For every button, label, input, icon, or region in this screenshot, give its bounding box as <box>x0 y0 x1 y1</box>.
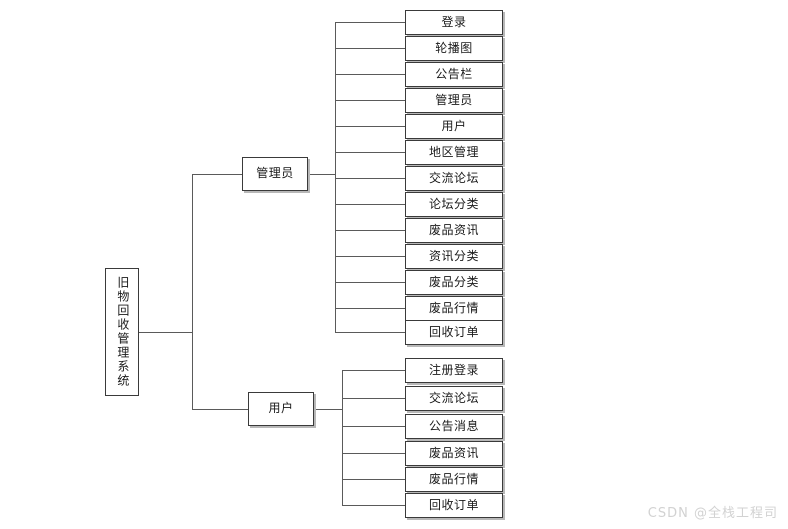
connector-spine-vertical <box>192 174 193 409</box>
root-node-recycling-system[interactable]: 旧物回收管理系统 <box>105 268 139 396</box>
leaf-node-admin-8[interactable]: 论坛分类 <box>405 192 503 217</box>
connector-admin-leaf-10 <box>335 256 406 257</box>
connector-admin-trunk-vertical <box>335 22 336 333</box>
connector-admin-leaf-9 <box>335 230 406 231</box>
connector-admin-to-trunk <box>307 174 336 175</box>
leaf-node-admin-4[interactable]: 管理员 <box>405 88 503 113</box>
leaf-node-user-2[interactable]: 交流论坛 <box>405 386 503 411</box>
connector-admin-leaf-3 <box>335 74 406 75</box>
connector-spine-to-admin <box>192 174 243 175</box>
leaf-node-admin-6[interactable]: 地区管理 <box>405 140 503 165</box>
branch-node-admin[interactable]: 管理员 <box>242 157 308 191</box>
connector-user-leaf-2 <box>342 398 406 399</box>
leaf-node-user-4[interactable]: 废品资讯 <box>405 441 503 466</box>
connector-user-trunk-vertical <box>342 370 343 505</box>
leaf-node-user-5[interactable]: 废品行情 <box>405 467 503 492</box>
connector-root-to-spine <box>139 332 193 333</box>
connector-admin-leaf-1 <box>335 22 406 23</box>
leaf-node-admin-10[interactable]: 资讯分类 <box>405 244 503 269</box>
connector-user-leaf-4 <box>342 453 406 454</box>
connector-admin-leaf-11 <box>335 282 406 283</box>
connector-admin-leaf-13 <box>335 332 406 333</box>
connector-admin-leaf-12 <box>335 308 406 309</box>
connector-admin-leaf-2 <box>335 48 406 49</box>
connector-admin-leaf-6 <box>335 152 406 153</box>
leaf-node-admin-12[interactable]: 废品行情 <box>405 296 503 321</box>
connector-admin-leaf-4 <box>335 100 406 101</box>
leaf-node-admin-7[interactable]: 交流论坛 <box>405 166 503 191</box>
connector-user-leaf-3 <box>342 426 406 427</box>
leaf-node-user-3[interactable]: 公告消息 <box>405 414 503 439</box>
leaf-node-admin-3[interactable]: 公告栏 <box>405 62 503 87</box>
connector-user-to-trunk <box>313 409 343 410</box>
connector-spine-to-user <box>192 409 249 410</box>
connector-user-leaf-5 <box>342 479 406 480</box>
leaf-node-admin-5[interactable]: 用户 <box>405 114 503 139</box>
leaf-node-admin-11[interactable]: 废品分类 <box>405 270 503 295</box>
leaf-node-admin-1[interactable]: 登录 <box>405 10 503 35</box>
leaf-node-admin-13[interactable]: 回收订单 <box>405 320 503 345</box>
csdn-watermark: CSDN @全栈工程司 <box>647 506 778 521</box>
leaf-node-user-1[interactable]: 注册登录 <box>405 358 503 383</box>
leaf-node-admin-2[interactable]: 轮播图 <box>405 36 503 61</box>
connector-user-leaf-6 <box>342 505 406 506</box>
branch-node-user[interactable]: 用户 <box>248 392 314 426</box>
connector-user-leaf-1 <box>342 370 406 371</box>
connector-admin-leaf-8 <box>335 204 406 205</box>
connector-admin-leaf-5 <box>335 126 406 127</box>
connector-admin-leaf-7 <box>335 178 406 179</box>
leaf-node-admin-9[interactable]: 废品资讯 <box>405 218 503 243</box>
leaf-node-user-6[interactable]: 回收订单 <box>405 493 503 518</box>
